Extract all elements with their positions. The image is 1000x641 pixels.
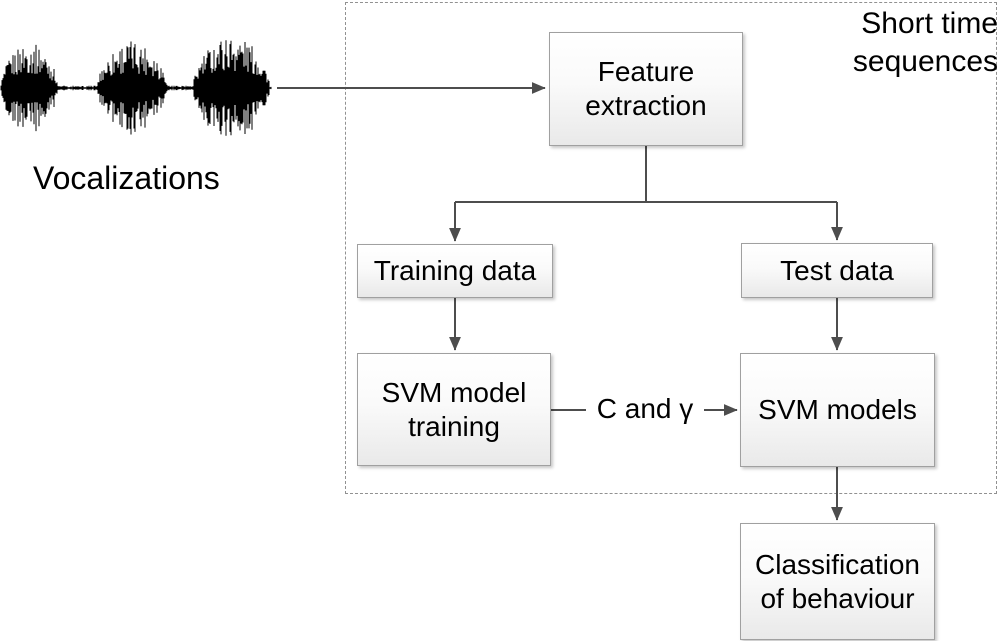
short-time-sequences-region xyxy=(345,2,997,494)
short-time-sequences-label: Short time sequences xyxy=(852,7,998,78)
c-and-gamma-label: C and γ xyxy=(596,393,694,424)
node-feature-extraction: Feature extraction xyxy=(549,32,743,146)
node-classification-of-behaviour-label: Classification of behaviour xyxy=(755,548,920,614)
node-feature-extraction-label: Feature extraction xyxy=(585,56,707,121)
node-training-data: Training data xyxy=(357,244,553,298)
vocalization-waveform-icon xyxy=(0,40,272,136)
node-svm-models-label: SVM models xyxy=(758,394,917,425)
vocalizations-label: Vocalizations xyxy=(33,160,220,196)
node-svm-model-training-label: SVM model training xyxy=(381,376,527,442)
node-training-data-label: Training data xyxy=(373,255,537,286)
node-test-data: Test data xyxy=(741,243,933,298)
node-test-data-label: Test data xyxy=(780,254,894,286)
node-svm-model-training: SVM model training xyxy=(357,353,551,466)
node-svm-models: SVM models xyxy=(740,353,935,467)
node-classification-of-behaviour: Classification of behaviour xyxy=(740,523,935,640)
